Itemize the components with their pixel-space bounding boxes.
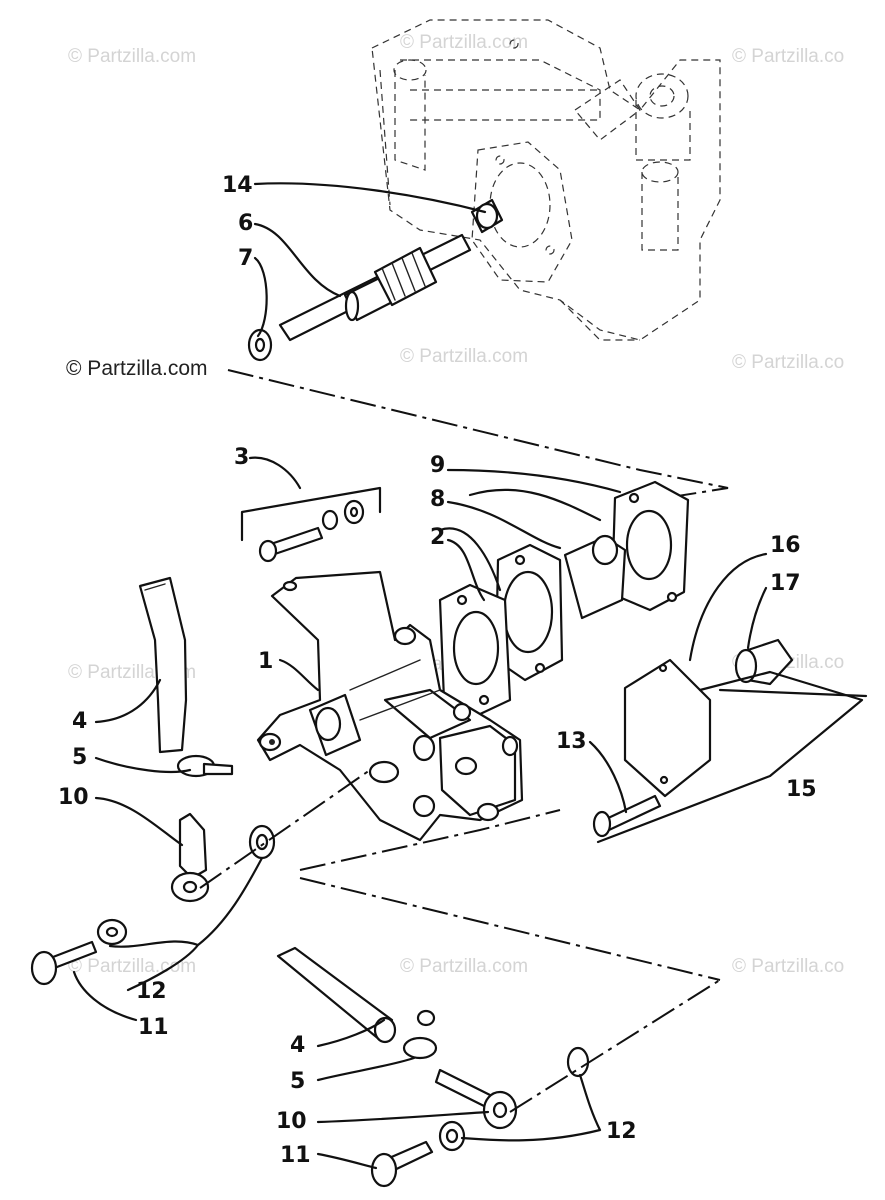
callout-labels: 14 6 7 3 9 8 2 16 17 1 4 5 10 13 15 12 1… xyxy=(58,173,817,1168)
callout-15: 15 xyxy=(786,777,817,802)
watermark: © Partzilla.com xyxy=(400,32,528,53)
callout-11: 11 xyxy=(138,1015,169,1040)
leader-lines xyxy=(72,182,768,1170)
callout-8: 8 xyxy=(430,487,445,512)
bottom-fitting-assembly xyxy=(276,946,721,1188)
callout-9: 9 xyxy=(430,453,445,478)
watermark-dark: © Partzilla.com xyxy=(66,357,208,380)
watermark: © Partzilla.com xyxy=(400,956,528,977)
gaskets-and-housing xyxy=(438,480,690,717)
callout-10: 10 xyxy=(276,1109,307,1134)
oil-pump-body xyxy=(256,570,524,842)
callout-3: 3 xyxy=(234,445,249,470)
watermark: © Partzilla.com xyxy=(400,346,528,367)
callout-17: 17 xyxy=(770,571,801,596)
callout-4: 4 xyxy=(290,1033,305,1058)
centerline xyxy=(299,809,721,981)
callout-6: 6 xyxy=(238,211,253,236)
callout-12: 12 xyxy=(606,1119,637,1144)
callout-12: 12 xyxy=(136,979,167,1004)
drive-shaft-assembly xyxy=(247,198,504,362)
callout-16: 16 xyxy=(770,533,801,558)
callout-5: 5 xyxy=(290,1069,305,1094)
callout-10: 10 xyxy=(58,785,89,810)
callout-7: 7 xyxy=(238,246,253,271)
crankcase-outline xyxy=(371,19,721,341)
watermark: © Partzilla.co xyxy=(732,352,844,373)
callout-bracket-3 xyxy=(240,456,382,563)
callout-13: 13 xyxy=(556,729,587,754)
watermark: © Partzilla.co xyxy=(732,956,844,977)
centerline xyxy=(227,369,729,503)
callout-11: 11 xyxy=(280,1143,311,1168)
callout-2: 2 xyxy=(430,525,445,550)
watermark: © Partzilla.com xyxy=(68,46,196,67)
watermark: © Partzilla.com xyxy=(68,956,196,977)
cover-and-plug xyxy=(592,638,868,844)
watermark: © Partzilla.co xyxy=(732,46,844,67)
callout-4: 4 xyxy=(72,709,87,734)
callout-1: 1 xyxy=(258,649,273,674)
callout-5: 5 xyxy=(72,745,87,770)
callout-14: 14 xyxy=(222,173,253,198)
left-fitting-assembly xyxy=(30,576,371,986)
